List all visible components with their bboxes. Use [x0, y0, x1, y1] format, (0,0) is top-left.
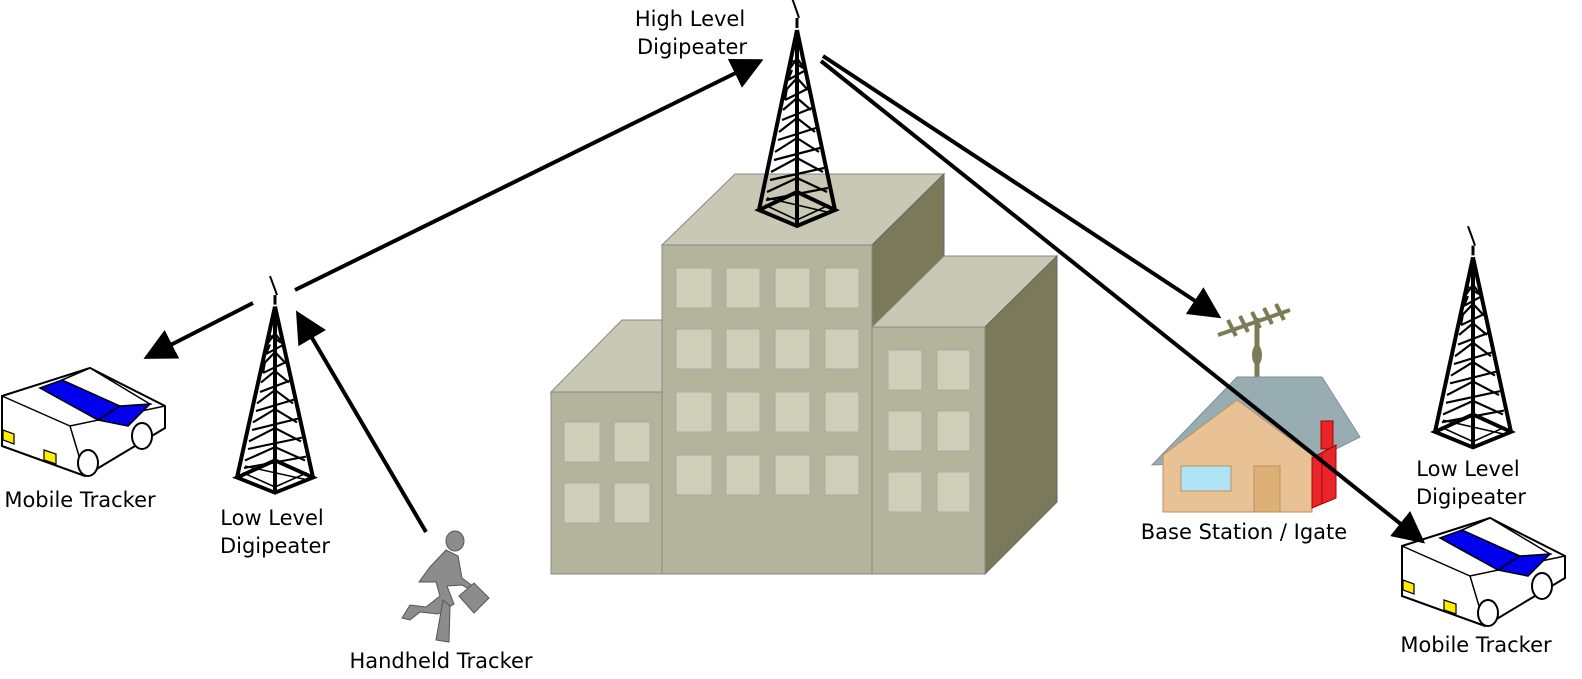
mobile-tracker-right-car-icon [1401, 517, 1566, 627]
handheld-tracker-person-icon [401, 530, 490, 643]
arrow-high-to-base-station [821, 54, 1222, 319]
arrow-handheld-to-low-left [295, 310, 428, 534]
base-station-label: Base Station / Igate [1141, 520, 1347, 544]
low-level-digipeater-right-tower-icon [1433, 224, 1513, 450]
high-level-digipeater-label-line1: High Level [635, 7, 745, 31]
base-station-house-icon [1150, 303, 1361, 513]
low-level-digipeater-left-label-line2: Digipeater [220, 534, 330, 558]
low-level-digipeater-left-label-line1: Low Level [220, 506, 323, 530]
arrow-low-left-to-mobile-left [143, 301, 254, 359]
mobile-tracker-left-label: Mobile Tracker [4, 488, 156, 512]
signal-paths [143, 54, 1426, 544]
arrow-low-left-to-high [294, 59, 764, 292]
low-level-digipeater-left-tower-icon [235, 274, 315, 495]
low-level-digipeater-right-label-line2: Digipeater [1416, 485, 1526, 509]
low-level-digipeater-right-label-line1: Low Level [1416, 457, 1519, 481]
handheld-tracker-label: Handheld Tracker [349, 649, 532, 673]
high-level-digipeater-label-line2: Digipeater [637, 35, 747, 59]
mobile-tracker-right-label: Mobile Tracker [1400, 633, 1552, 657]
office-building [549, 172, 1059, 576]
mobile-tracker-left-car-icon [1, 367, 166, 477]
arrow-high-to-mobile-right [819, 59, 1426, 544]
